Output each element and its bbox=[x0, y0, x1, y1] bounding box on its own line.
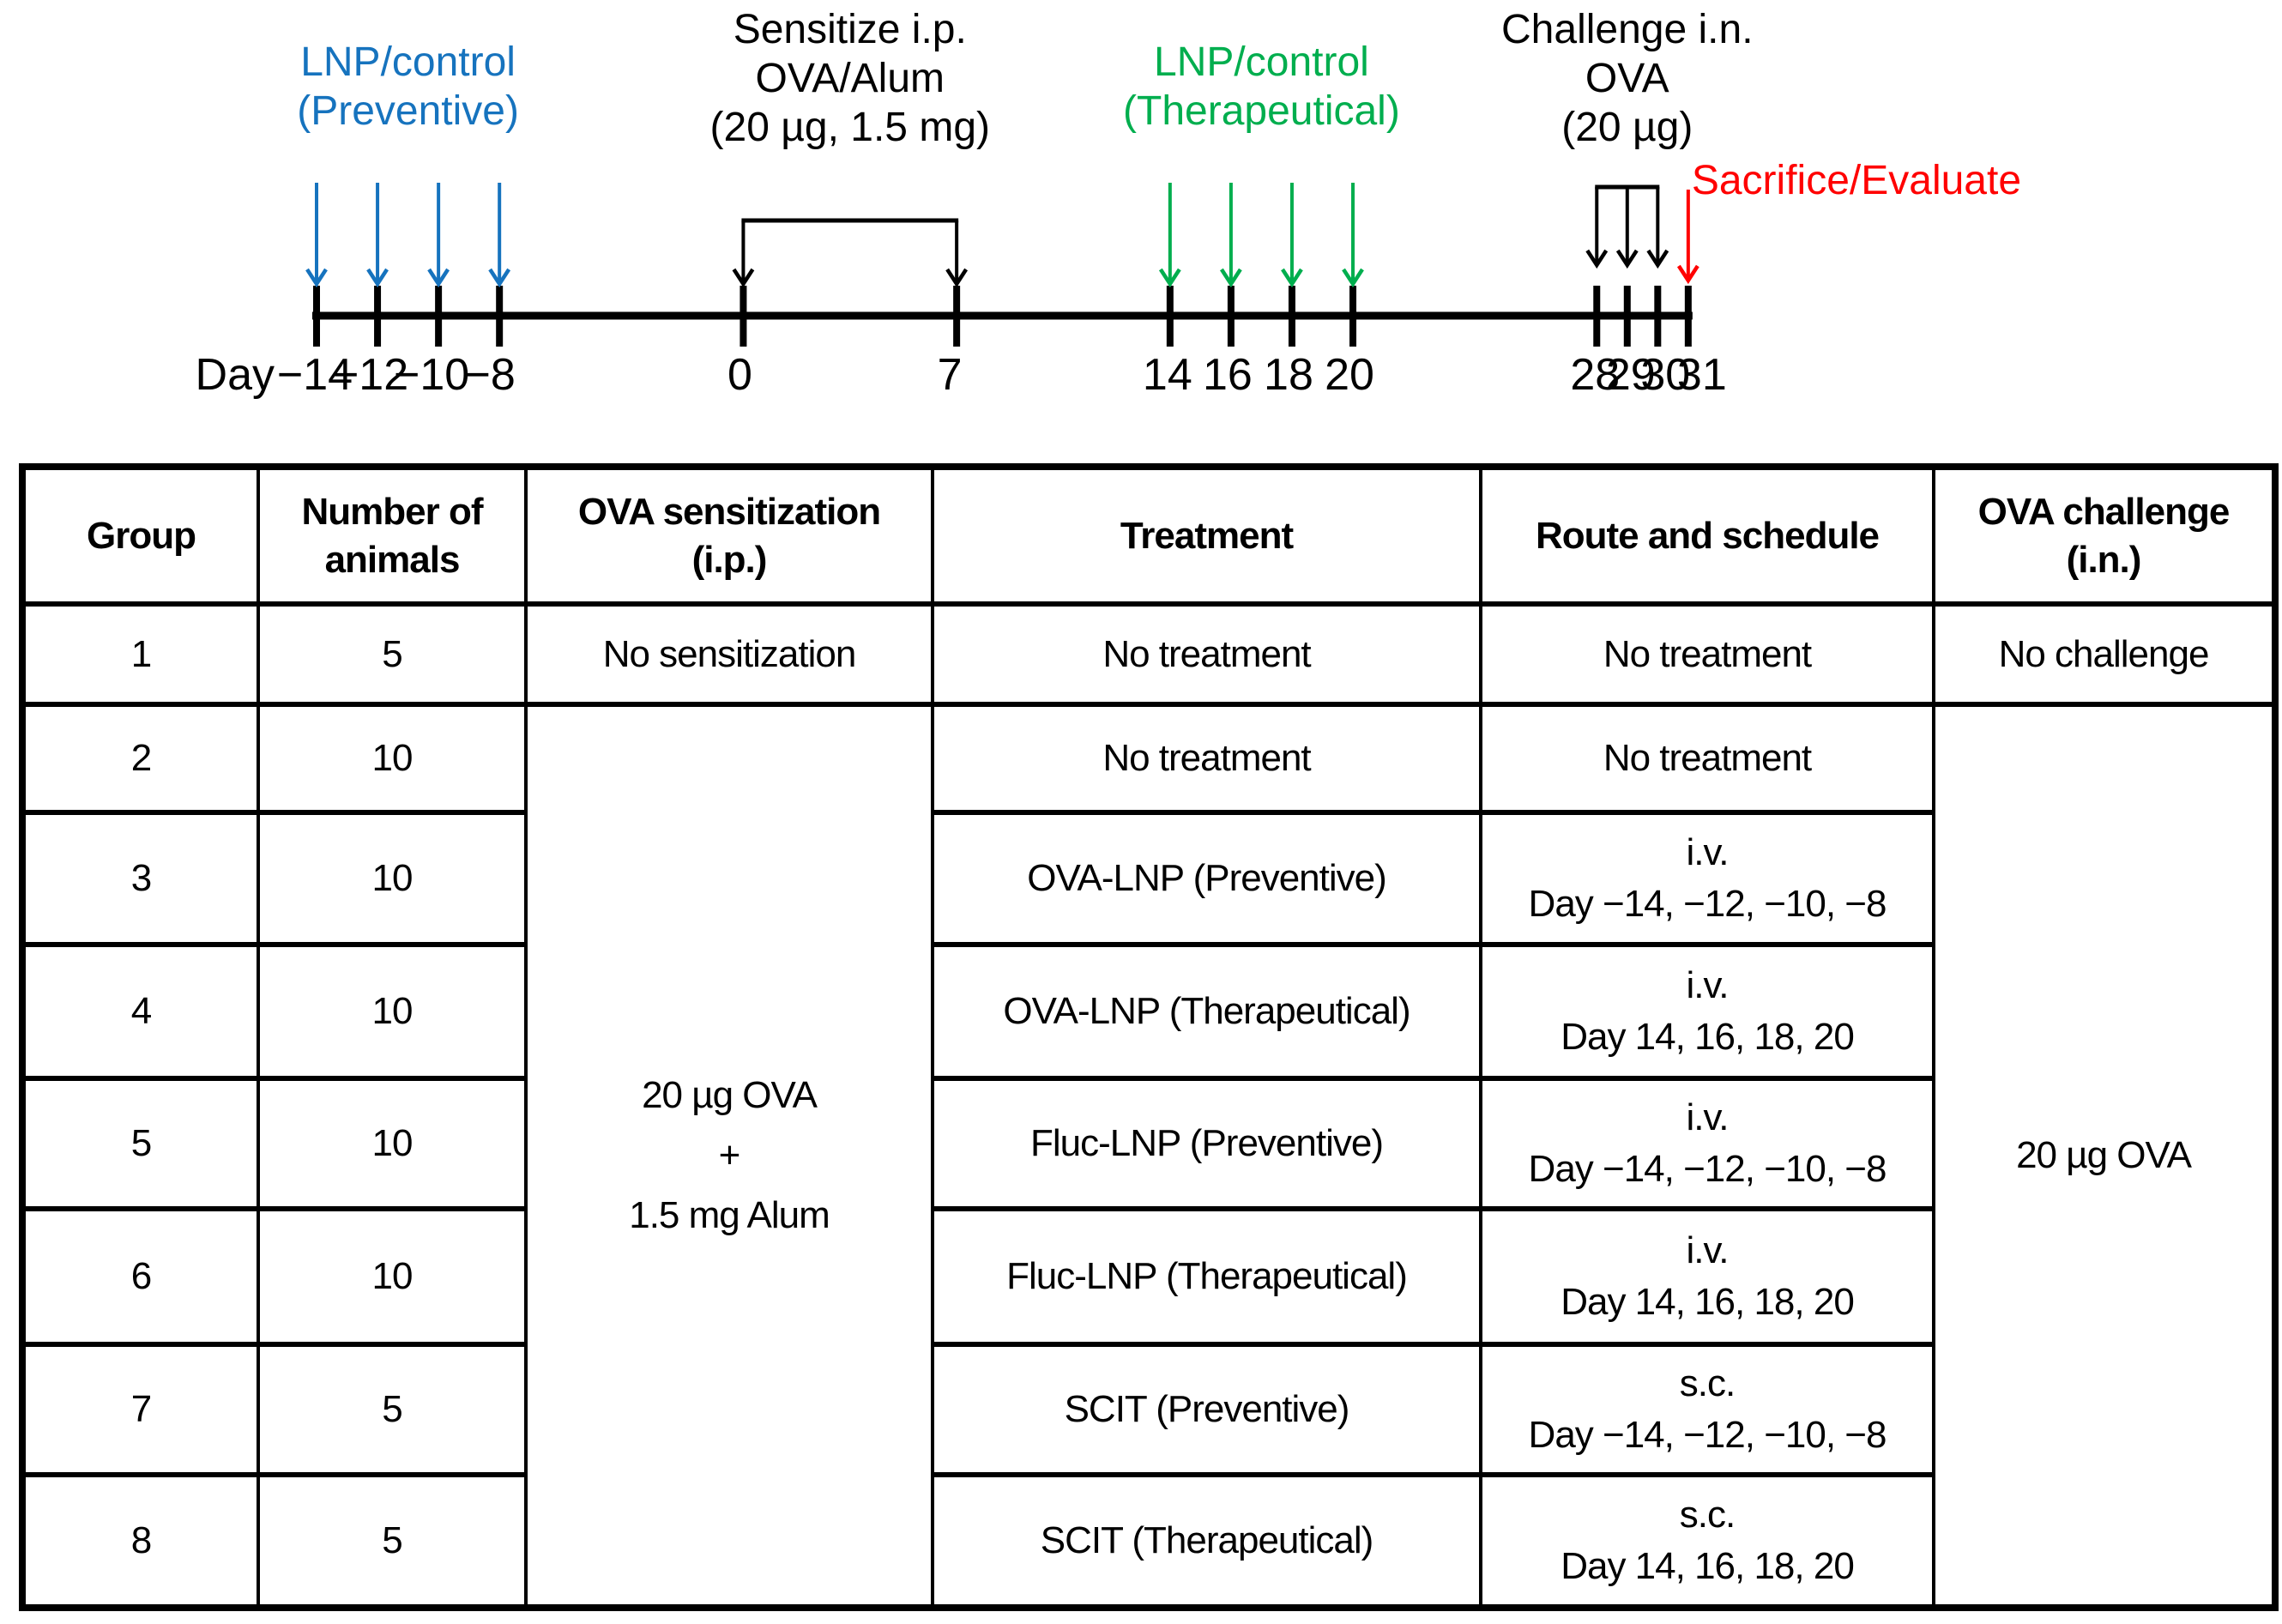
cell-group: 8 bbox=[21, 1472, 260, 1610]
cell-route-schedule: s.c. Day 14, 16, 18, 20 bbox=[1479, 1472, 1935, 1610]
day-label-0: 0 bbox=[727, 350, 752, 400]
arrow-preventive-day-14 bbox=[305, 183, 328, 288]
day-label-28: 28 bbox=[1570, 350, 1620, 400]
cell-animal-count: 10 bbox=[257, 1206, 528, 1347]
arrow-sacrifice-day31 bbox=[1676, 190, 1699, 285]
arrow-preventive-day-12 bbox=[366, 183, 389, 288]
cell-route-schedule: No treatment bbox=[1479, 601, 1935, 707]
day-label--8: −8 bbox=[465, 350, 516, 400]
cell-treatment: SCIT (Therapeutical) bbox=[931, 1472, 1482, 1610]
cell-route-schedule: No treatment bbox=[1479, 702, 1935, 815]
cell-challenge: 20 µg OVA bbox=[1932, 702, 2277, 1610]
cell-group: 1 bbox=[21, 601, 260, 707]
arrow-preventive-day-8 bbox=[488, 183, 511, 288]
arrow-therapeutic-day16 bbox=[1220, 183, 1242, 288]
cell-animal-count: 10 bbox=[257, 1076, 528, 1211]
cell-animal-count: 10 bbox=[257, 942, 528, 1081]
cell-sensitization: 20 µg OVA + 1.5 mg Alum bbox=[524, 702, 934, 1610]
cell-treatment: OVA-LNP (Therapeutical) bbox=[931, 942, 1482, 1081]
cell-treatment: Fluc-LNP (Therapeutical) bbox=[931, 1206, 1482, 1347]
column-header-2: OVA sensitization (i.p.) bbox=[524, 464, 934, 607]
day-label-30: 30 bbox=[1640, 350, 1690, 400]
column-header-3: Treatment bbox=[931, 464, 1482, 607]
column-header-0: Group bbox=[21, 464, 260, 607]
day-label--14: −14 bbox=[277, 350, 353, 400]
cell-animal-count: 5 bbox=[257, 601, 528, 707]
cell-treatment: OVA-LNP (Preventive) bbox=[931, 810, 1482, 947]
cell-animal-count: 10 bbox=[257, 810, 528, 947]
day-label--10: −10 bbox=[394, 350, 469, 400]
cell-animal-count: 5 bbox=[257, 1342, 528, 1477]
annotation-challenge: Challenge i.n. OVA (20 µg) bbox=[1501, 7, 1754, 150]
cell-animal-count: 5 bbox=[257, 1472, 528, 1610]
cell-group: 4 bbox=[21, 942, 260, 1081]
annotation-therapeutic: LNP/control (Therapeutical) bbox=[1123, 39, 1400, 134]
day-label-29: 29 bbox=[1606, 350, 1656, 400]
arrow-therapeutic-day14 bbox=[1158, 183, 1181, 288]
day-label-20: 20 bbox=[1325, 350, 1374, 400]
cell-group: 3 bbox=[21, 810, 260, 947]
column-header-4: Route and schedule bbox=[1479, 464, 1935, 607]
arrow-preventive-day-10 bbox=[427, 183, 450, 288]
annotation-preventive: LNP/control (Preventive) bbox=[297, 39, 519, 134]
column-header-5: OVA challenge (i.n.) bbox=[1932, 464, 2277, 607]
cell-group: 5 bbox=[21, 1076, 260, 1211]
cell-group: 2 bbox=[21, 702, 260, 815]
cell-treatment: SCIT (Preventive) bbox=[931, 1342, 1482, 1477]
comb-challenge bbox=[1585, 184, 1669, 269]
cell-route-schedule: s.c. Day −14, −12, −10, −8 bbox=[1479, 1342, 1935, 1477]
cell-challenge: No challenge bbox=[1932, 601, 2277, 707]
arrow-therapeutic-day20 bbox=[1342, 183, 1364, 288]
day-label-14: 14 bbox=[1143, 350, 1192, 400]
arrow-therapeutic-day18 bbox=[1281, 183, 1303, 288]
annotation-sacrifice: Sacrifice/Evaluate bbox=[1691, 158, 2022, 203]
cell-group: 7 bbox=[21, 1342, 260, 1477]
cell-treatment: No treatment bbox=[931, 601, 1482, 707]
cell-treatment: No treatment bbox=[931, 702, 1482, 815]
day-label-16: 16 bbox=[1203, 350, 1253, 400]
day-label-7: 7 bbox=[938, 350, 963, 400]
cell-sensitization: No sensitization bbox=[524, 601, 934, 707]
cell-route-schedule: i.v. Day −14, −12, −10, −8 bbox=[1479, 1076, 1935, 1211]
bracket-sensitize bbox=[732, 218, 969, 288]
cell-group: 6 bbox=[21, 1206, 260, 1347]
cell-route-schedule: i.v. Day −14, −12, −10, −8 bbox=[1479, 810, 1935, 947]
day-label--12: −12 bbox=[333, 350, 408, 400]
cell-treatment: Fluc-LNP (Preventive) bbox=[931, 1076, 1482, 1211]
day-label-18: 18 bbox=[1264, 350, 1313, 400]
cell-animal-count: 10 bbox=[257, 702, 528, 815]
day-axis-label: Day bbox=[196, 350, 275, 400]
cell-route-schedule: i.v. Day 14, 16, 18, 20 bbox=[1479, 942, 1935, 1081]
column-header-1: Number of animals bbox=[257, 464, 528, 607]
cell-route-schedule: i.v. Day 14, 16, 18, 20 bbox=[1479, 1206, 1935, 1347]
day-label-31: 31 bbox=[1677, 350, 1727, 400]
annotation-sensitize: Sensitize i.p. OVA/Alum (20 µg, 1.5 mg) bbox=[709, 7, 990, 150]
